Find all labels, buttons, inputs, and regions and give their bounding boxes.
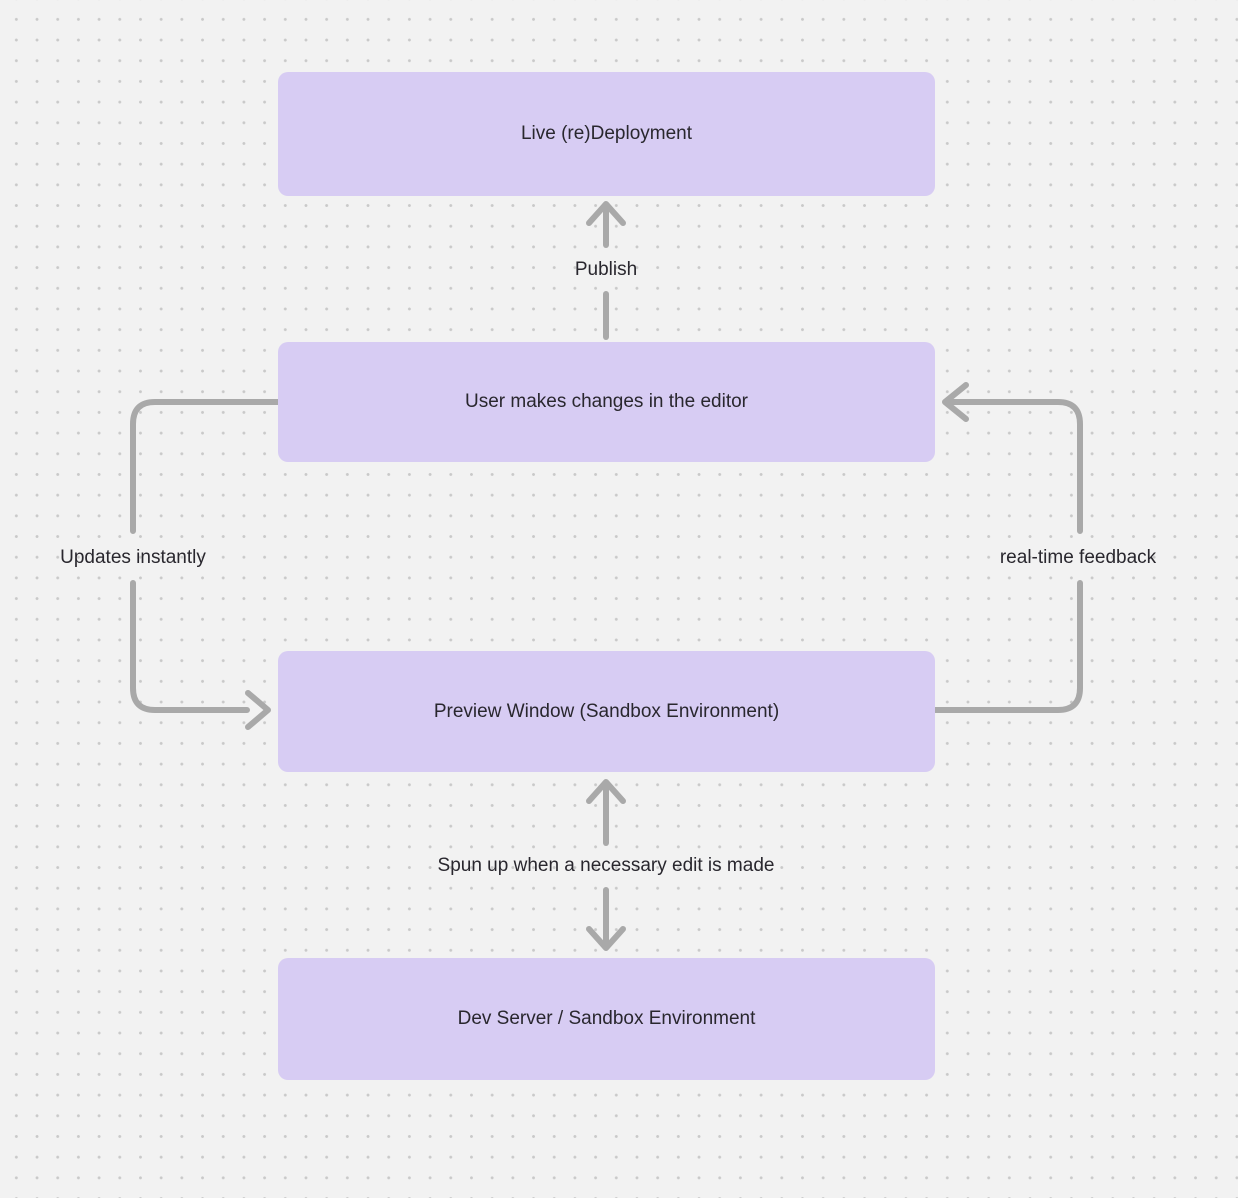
arrow-updates-head-right xyxy=(245,690,271,730)
arrow-updates-upper xyxy=(130,399,281,534)
edge-label-spun-up: Spun up when a necessary edit is made xyxy=(437,855,775,876)
arrow-spun-head-up xyxy=(586,779,626,804)
arrow-feedback-head-left xyxy=(942,382,969,422)
node-dev-server: Dev Server / Sandbox Environment xyxy=(278,958,935,1080)
arrow-publish-head-up xyxy=(586,201,626,226)
arrow-updates-lower xyxy=(130,580,250,713)
node-editor: User makes changes in the editor xyxy=(278,342,935,462)
edge-label-updates-instantly: Updates instantly xyxy=(60,547,206,568)
node-preview-window: Preview Window (Sandbox Environment) xyxy=(278,651,935,772)
node-preview-window-label: Preview Window (Sandbox Environment) xyxy=(433,700,780,722)
arrow-feedback-lower xyxy=(932,580,1083,713)
node-live-deployment: Live (re)Deployment xyxy=(278,72,935,196)
node-editor-label: User makes changes in the editor xyxy=(464,391,749,412)
node-dev-server-label: Dev Server / Sandbox Environment xyxy=(457,1008,756,1029)
node-live-deployment-label: Live (re)Deployment xyxy=(520,123,693,144)
arrow-spun-head-down xyxy=(586,926,626,951)
edge-label-real-time-feedback: real-time feedback xyxy=(999,547,1157,568)
edge-label-publish: Publish xyxy=(574,259,638,280)
arrow-feedback-upper xyxy=(949,399,1083,534)
